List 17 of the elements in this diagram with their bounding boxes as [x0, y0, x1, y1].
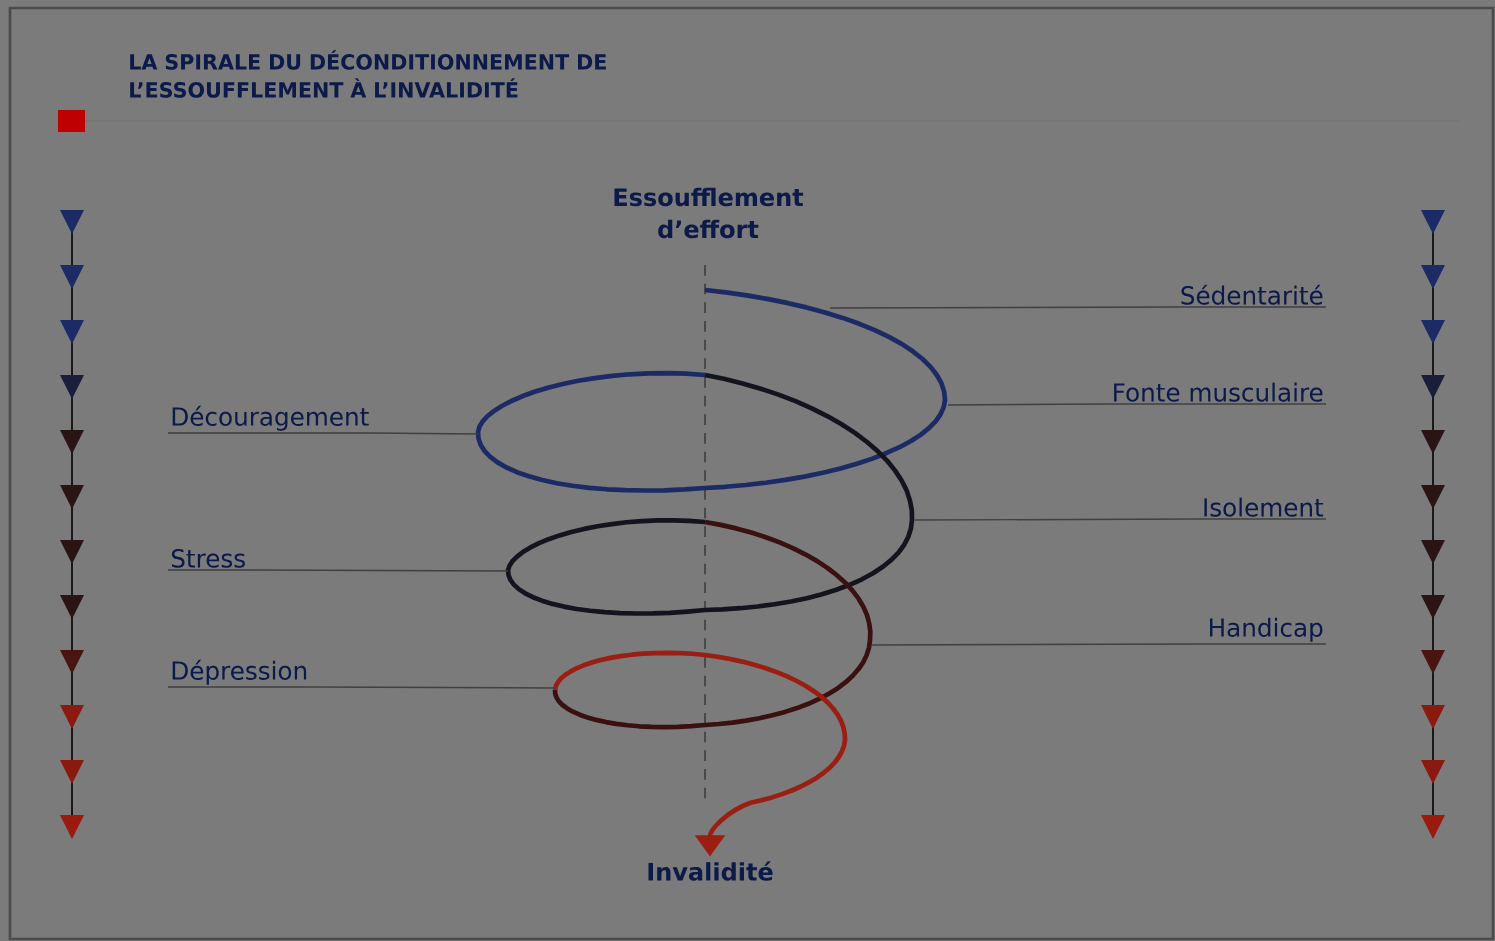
title: LA SPIRALE DU DÉCONDITIONNEMENT DE L’ESSOUFFLEMENT À L’INVALIDITÉ	[130, 50, 606, 98]
heading-label: Invalidité	[648, 861, 773, 881]
spiral-label: Découragement	[172, 405, 369, 431]
leader-line	[829, 306, 1327, 309]
spiral-label: Stress	[171, 549, 245, 568]
spiral-label: Isolement	[1204, 497, 1324, 517]
spiral-label: Handicap	[1210, 617, 1323, 642]
spiral-label: Sédentarité	[1181, 284, 1323, 305]
leader-line	[167, 432, 479, 435]
heading-label: Essoufflement d’effort	[614, 187, 804, 239]
leader-line	[871, 643, 1327, 646]
spiral-label: Fonte musculaire	[1114, 382, 1323, 402]
spiral-label: Dépression	[172, 659, 307, 685]
leader-line	[167, 686, 556, 689]
leader-line	[947, 403, 1327, 406]
leader-line	[167, 569, 509, 572]
leader-line	[914, 518, 1327, 521]
